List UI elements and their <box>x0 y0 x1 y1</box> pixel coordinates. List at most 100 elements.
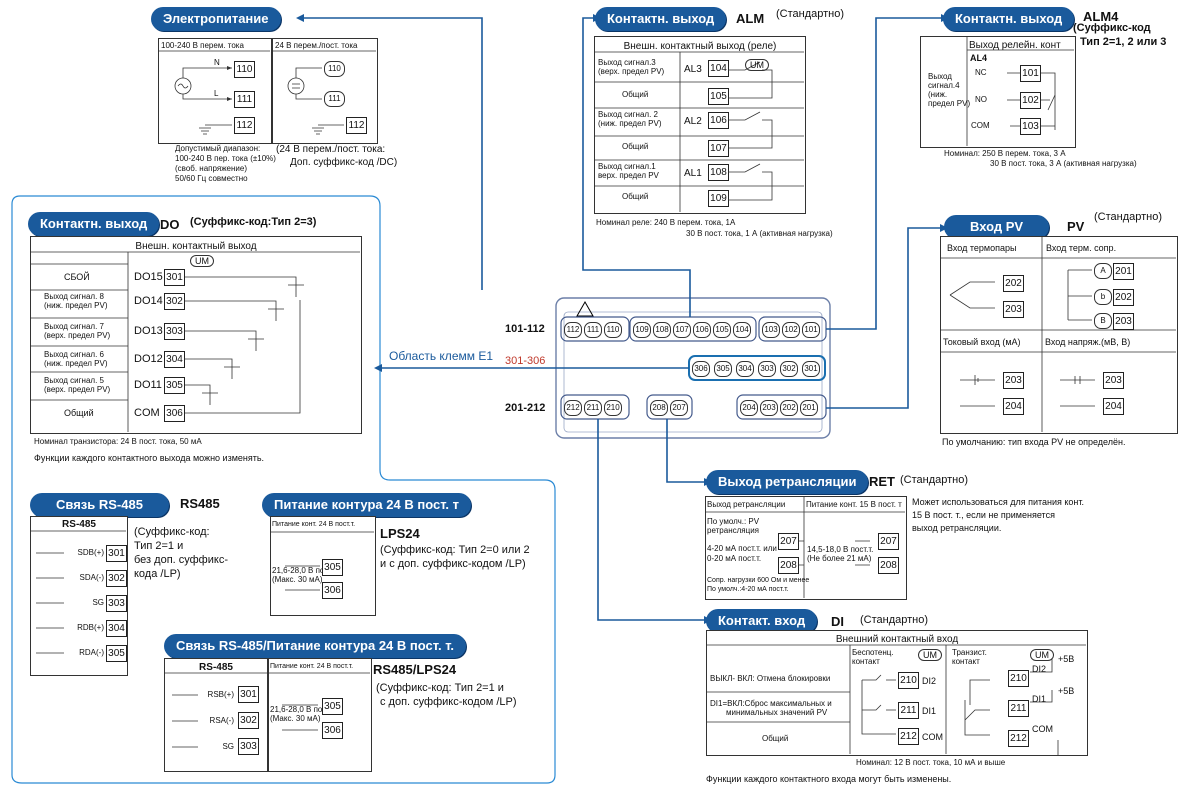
terminal-305-do: 305 <box>164 377 185 394</box>
terminal-109-alm: 109 <box>708 190 729 207</box>
terminal-101: 101 <box>802 322 820 338</box>
do-do14: DO14 <box>134 295 163 307</box>
do-note: Функции каждого контактного выхода можно… <box>34 453 265 463</box>
rs485-row-label: RDB(+) <box>77 623 104 632</box>
alm-um-badge: UM <box>745 59 769 71</box>
rslps-h2: Питание конт. 24 В пост.т. <box>270 663 354 670</box>
power-note3: (своб. напряжение) <box>175 164 247 173</box>
lps-header: Питание конт. 24 В пост.т. <box>272 521 356 528</box>
rs485-s3: без доп. суффикс- <box>134 554 228 566</box>
ret-code: RET <box>869 474 895 489</box>
di-r2a: DI1=ВКЛ:Сброс максимальных и <box>710 699 832 708</box>
terminal-107: 107 <box>673 322 691 338</box>
lps-tag: Питание контура 24 В пост. т <box>262 493 472 517</box>
terminal-111: 111 <box>584 322 602 338</box>
alm-row-sublabel: (верх. предел PV) <box>598 67 665 76</box>
terminal-203-rtd: 203 <box>1113 313 1134 330</box>
power-note1: Допустимый диапазон: <box>175 144 261 153</box>
alm4-sig2: сигнал.4 <box>928 81 960 90</box>
rslps-s2: с доп. суффикс-кодом /LP) <box>380 696 517 708</box>
do-row-label: Выход сигнал. 8 <box>44 292 104 301</box>
ret-box <box>705 496 907 600</box>
alm-row-label: Общий <box>622 192 649 201</box>
terminal-106: 106 <box>693 322 711 338</box>
power-note5: (24 В перем./пост. тока: <box>276 144 386 155</box>
alm-al3: AL3 <box>684 64 702 75</box>
terminal-212: 212 <box>564 400 582 416</box>
do-box: Внешн. контактный выход <box>30 236 362 434</box>
terminal-212-tr: 212 <box>1008 730 1029 747</box>
alm-row-label: Выход сигнал.1 <box>598 162 656 171</box>
terminal-305-rslps: 305 <box>322 698 343 715</box>
terminal-302-do: 302 <box>164 293 185 310</box>
alm-row-label: Общий <box>622 142 649 151</box>
terminal-101: 101 <box>1020 65 1041 82</box>
terminal-110: 110 <box>604 322 622 338</box>
do-code: DO <box>160 217 180 232</box>
rslps-h1: RS-485 <box>199 662 233 673</box>
rslps-row-label: SG <box>222 742 234 751</box>
ret-h2: Питание конт. 15 В пост. т <box>806 500 902 509</box>
alm-code: ALM <box>736 11 765 26</box>
do-row-sublabel: (верх. предел PV) <box>44 331 111 340</box>
pv-mv-label: Вход напряж.(мВ, В) <box>1045 337 1131 347</box>
terminal-104: 104 <box>733 322 751 338</box>
di-r1: ВЫКЛ- ВКЛ: Отмена блокировки <box>710 674 831 683</box>
di-um-badge-2: UM <box>1030 649 1054 661</box>
terminal-303-do: 303 <box>164 323 185 340</box>
do-row-label: СБОЙ <box>64 272 90 282</box>
alm4-rating2: 30 В пост. тока, 3 А (активная нагрузка) <box>990 159 1137 168</box>
di-rating: Номинал: 12 В пост. тока, 10 мА и выше <box>856 758 1006 767</box>
di-h2: Транзист. <box>952 648 987 657</box>
di-header: Внешний контактный вход <box>835 634 959 645</box>
lps-code: LPS24 <box>380 526 420 541</box>
di-tag: Контакт. вход <box>706 609 818 633</box>
terminal-208-lps15: 208 <box>878 557 899 574</box>
terminal-301-rs485: 301 <box>106 545 127 562</box>
terminal-301: 301 <box>802 361 820 377</box>
terminal-303-rs485: 303 <box>106 595 127 612</box>
do-row-sublabel: (ниж. предел PV) <box>44 301 108 310</box>
terminal-306-rslps: 306 <box>322 722 343 739</box>
alm-tag: Контактн. выход <box>595 7 727 31</box>
terminal-303-rslps: 303 <box>238 738 259 755</box>
alm-row-label: Выход сигнал. 2 <box>598 110 658 119</box>
pv-ma-label: Токовый вход (мА) <box>943 337 1021 347</box>
terminal-103: 103 <box>1020 118 1041 135</box>
terminal-203: 203 <box>760 400 778 416</box>
ret-note1: Может использоваться для питания конт. <box>912 497 1085 507</box>
terminal-211-di: 211 <box>898 702 919 719</box>
alm4-sig4: предел PV) <box>928 99 971 108</box>
alm4-suffix1: (Суффикс-код <box>1073 22 1151 34</box>
ret-std: (Стандартно) <box>900 474 969 486</box>
alm4-code: ALM4 <box>1083 9 1119 24</box>
terminal-112: 112 <box>234 117 255 134</box>
terminal-203-ma: 203 <box>1003 372 1024 389</box>
rslps-s1: (Суффикс-код: Тип 2=1 и <box>376 682 504 694</box>
terminal-306-lps: 306 <box>322 582 343 599</box>
rs485-code: RS485 <box>180 496 220 511</box>
power-col1-header: 100-240 В перем. тока <box>161 41 244 50</box>
pv-std: (Стандартно) <box>1094 211 1163 223</box>
di-h1b: контакт <box>852 657 880 666</box>
row-label-301-306: 301-306 <box>505 355 546 367</box>
rs485-tag: Связь RS-485 <box>30 493 169 517</box>
pv-rtd-label: Вход терм. сопр. <box>1046 243 1117 253</box>
terminal-111: 111 <box>234 91 255 108</box>
do-row-sublabel: (верх. предел PV) <box>44 385 111 394</box>
row-label-201-212: 201-212 <box>505 402 546 414</box>
terminal-304-rs485: 304 <box>106 620 127 637</box>
di-5v-2: +5В <box>1058 686 1075 696</box>
lps-s1: (Суффикс-код: Тип 2=0 или 2 <box>380 544 530 556</box>
rs485-s2: Тип 2=1 и <box>134 540 184 552</box>
terminal-area-label: Область клемм E1 <box>389 349 493 363</box>
pv-B-marker: B <box>1094 313 1112 329</box>
power-tag: Электропитание <box>151 7 281 31</box>
terminal-211: 211 <box>584 400 602 416</box>
terminal-302: 302 <box>780 361 798 377</box>
rs485-row-label: SG <box>92 598 104 607</box>
terminal-207-ret: 207 <box>778 533 799 550</box>
